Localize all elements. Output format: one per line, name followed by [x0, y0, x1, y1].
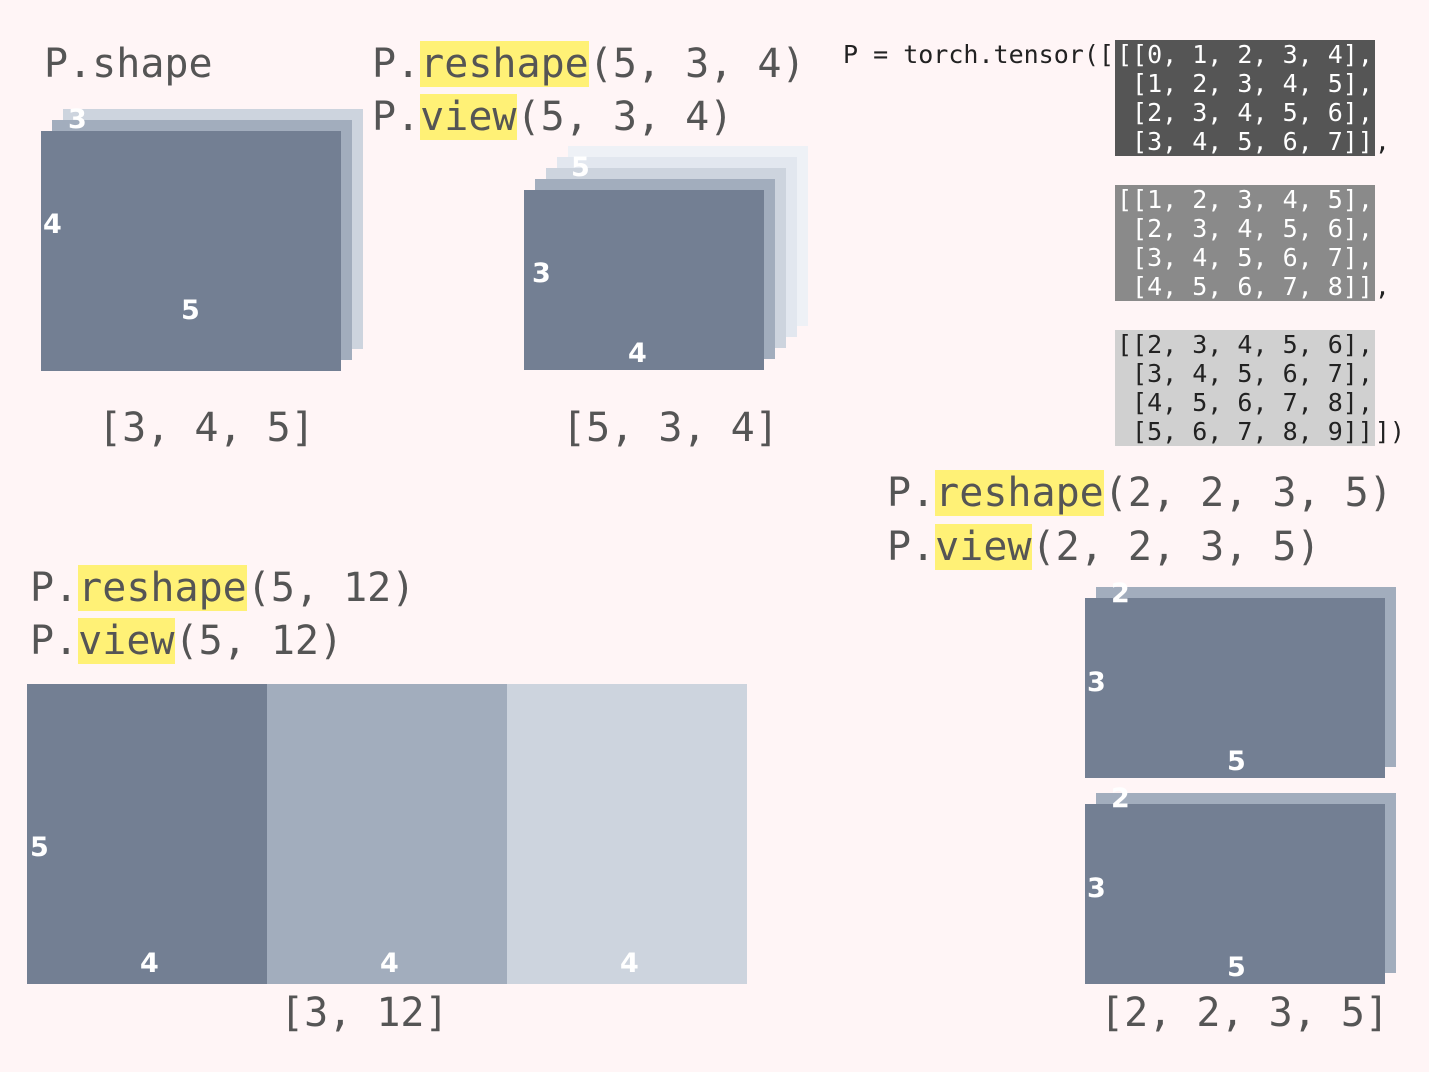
view-512-line2: P.view(5, 12) [30, 618, 344, 664]
depth-dim-label: 2 [1111, 578, 1130, 609]
shape-result: [5, 3, 4] [562, 405, 779, 451]
reshape-534-line1: P.reshape(5, 3, 4) [372, 41, 806, 87]
rows-dim-label: 3 [532, 258, 551, 289]
tensor-slice-1 [524, 190, 764, 370]
tensor-block1-row2: [2, 3, 4, 5, 6], [1115, 98, 1375, 127]
tensor-block3-row1: [3, 4, 5, 6, 7], [1115, 359, 1375, 388]
view-2235-line2: P.view(2, 2, 3, 5) [887, 524, 1321, 570]
shape-result: [3, 4, 5] [98, 405, 315, 451]
tensor-block1-row0: [[0, 1, 2, 3, 4], [1115, 40, 1375, 69]
cols-dim-label: 4 [380, 948, 399, 979]
view-534-line2: P.view(5, 3, 4) [372, 94, 734, 140]
tensor-group2-slice-front [1085, 804, 1385, 984]
depth-dim-label: 5 [571, 152, 590, 183]
tensor-block2-row2: [3, 4, 5, 6, 7], [1115, 243, 1375, 272]
rows-dim-label: 3 [1087, 667, 1106, 698]
reshape-2235-line1: P.reshape(2, 2, 3, 5) [887, 470, 1393, 516]
tensor-block2-row1: [2, 3, 4, 5, 6], [1115, 214, 1375, 243]
matrix-segment-1 [27, 684, 267, 984]
rows-dim-label: 4 [43, 209, 62, 240]
cols-dim-label: 4 [620, 948, 639, 979]
shape-title: P.shape [44, 41, 213, 87]
tensor-block1-row3: [3, 4, 5, 6, 7]], [1115, 127, 1390, 156]
rows-dim-label: 3 [1087, 873, 1106, 904]
cols-dim-label: 4 [628, 338, 647, 369]
rows-dim-label: 5 [30, 832, 49, 863]
matrix-segment-2 [267, 684, 507, 984]
tensor-block2-row3: [4, 5, 6, 7, 8]], [1115, 272, 1390, 301]
shape-result: [2, 2, 3, 5] [1100, 990, 1389, 1036]
tensor-group1-slice-front [1085, 598, 1385, 778]
cols-dim-label: 5 [1227, 952, 1246, 983]
reshape-512-line1: P.reshape(5, 12) [30, 565, 416, 611]
shape-result: [3, 12] [280, 990, 449, 1036]
tensor-block2-row0: [[1, 2, 3, 4, 5], [1115, 185, 1375, 214]
tensor-block1-row1: [1, 2, 3, 4, 5], [1115, 69, 1375, 98]
tensor-block3-row3: [5, 6, 7, 8, 9]]]) [1115, 417, 1405, 446]
tensor-block3-row2: [4, 5, 6, 7, 8], [1115, 388, 1375, 417]
depth-dim-label: 3 [68, 104, 87, 135]
depth-dim-label: 2 [1111, 783, 1130, 814]
tensor-slice-front [41, 131, 341, 371]
tensor-code-prefix: P = torch.tensor([ [843, 40, 1114, 69]
cols-dim-label: 4 [140, 948, 159, 979]
tensor-block3-row0: [[2, 3, 4, 5, 6], [1115, 330, 1375, 359]
cols-dim-label: 5 [1227, 746, 1246, 777]
cols-dim-label: 5 [181, 295, 200, 326]
matrix-segment-3 [507, 684, 747, 984]
